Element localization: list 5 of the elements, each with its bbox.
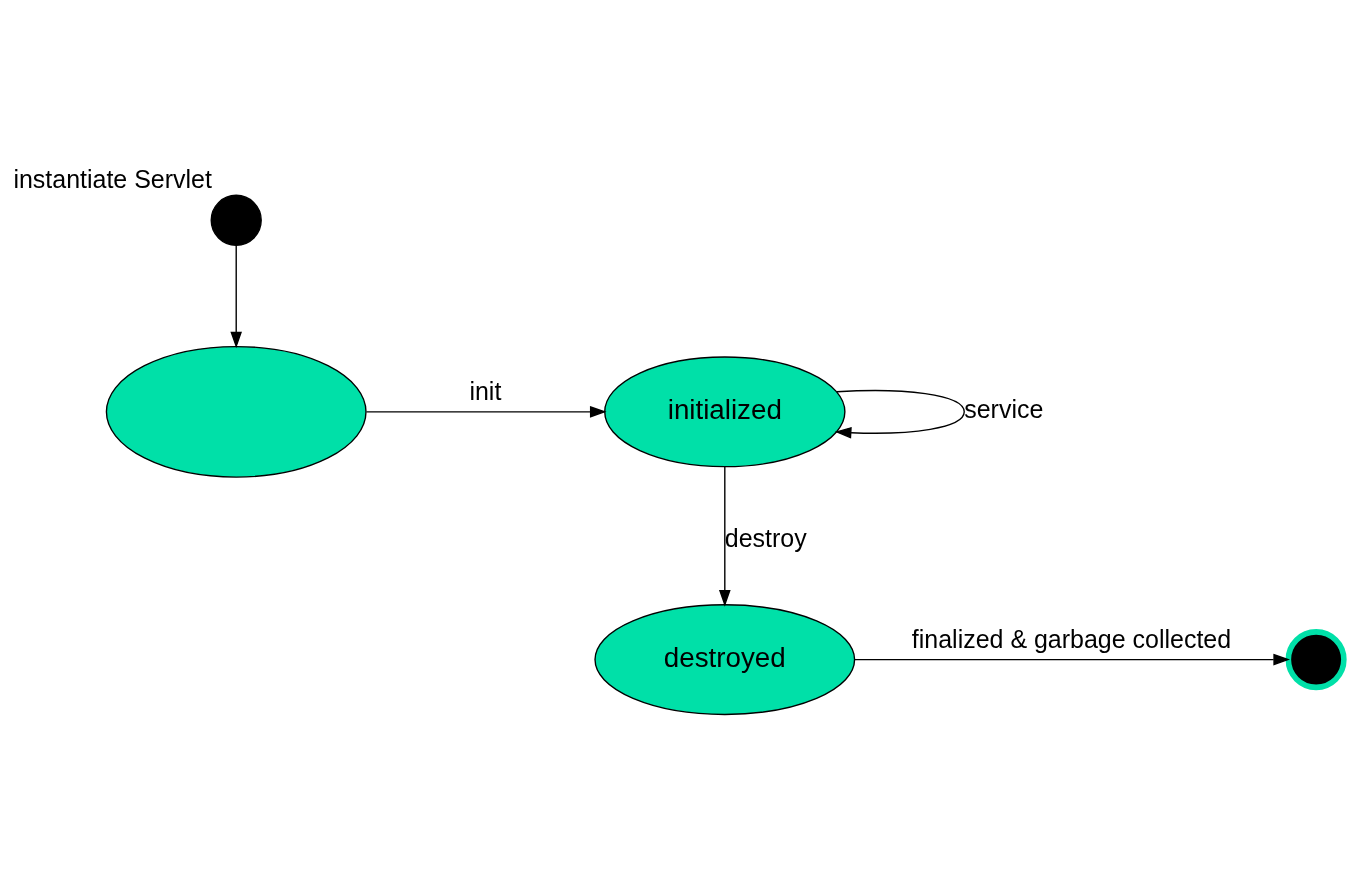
- node-label: instantiate Servlet: [13, 164, 212, 193]
- edge-label: finalized & garbage collected: [911, 624, 1232, 653]
- edge-label: init: [469, 376, 502, 405]
- edge-label: service: [964, 394, 1044, 423]
- edge-label: destroy: [724, 524, 807, 553]
